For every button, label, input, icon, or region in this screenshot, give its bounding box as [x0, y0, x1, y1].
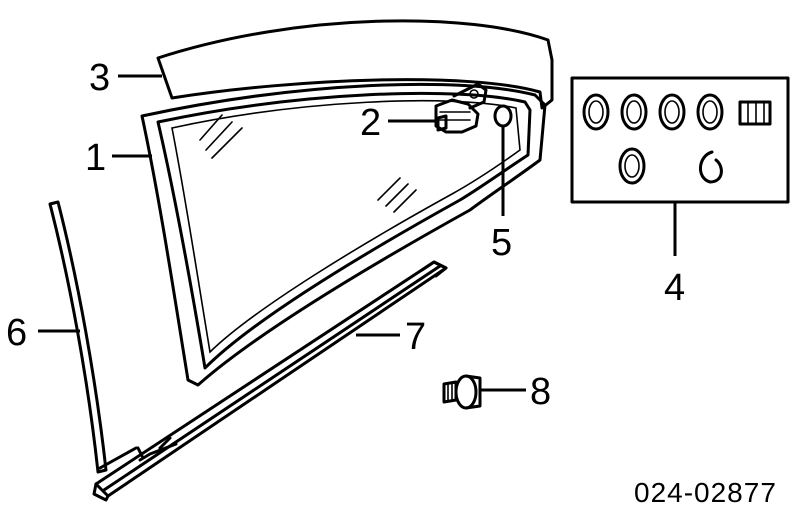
part-6-strip [48, 200, 108, 474]
part-8-clip [442, 374, 482, 410]
part-5-grommet [493, 104, 513, 128]
callout-7: 7 [405, 316, 426, 358]
callout-3: 3 [89, 57, 110, 99]
callout-5: 5 [491, 222, 512, 264]
catalog-number: 024-02877 [634, 477, 777, 508]
part-7-belt-molding [92, 260, 448, 502]
part-4-seal-kit [570, 76, 790, 204]
callout-6: 6 [6, 312, 27, 354]
callout-1: 1 [85, 137, 106, 179]
part-3-upper-seal [156, 19, 554, 110]
part-2-hinge [434, 82, 488, 134]
callout-8: 8 [530, 371, 551, 413]
callout-4: 4 [664, 267, 685, 309]
part-1-quarter-glass [140, 82, 547, 387]
callout-2: 2 [360, 102, 381, 144]
